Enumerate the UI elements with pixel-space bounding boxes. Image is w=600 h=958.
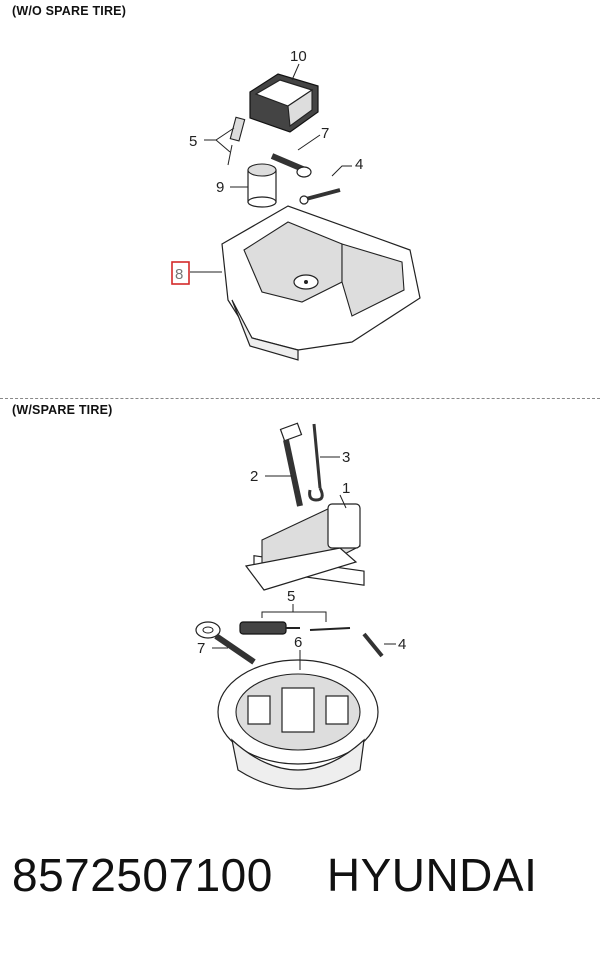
callout-8-top: 8 <box>175 266 183 283</box>
callout-7-top: 7 <box>321 125 329 142</box>
part-1-jack <box>244 494 365 591</box>
part-3-hook <box>308 423 340 502</box>
section-divider <box>0 398 600 399</box>
parts-diagram: 10 5 7 4 9 8 <box>171 48 421 790</box>
part-number: 8572507100 <box>12 849 273 901</box>
section-title-with-spare-tire: (W/SPARE TIRE) <box>12 403 113 417</box>
part-4-small-spanner <box>362 632 396 658</box>
callout-7-bottom: 7 <box>197 640 205 657</box>
callout-4-top: 4 <box>355 156 363 173</box>
part-9-container <box>230 163 277 208</box>
part-2-jack-handle <box>265 422 303 507</box>
part-5-screwdriver <box>239 604 351 635</box>
callout-10-top: 10 <box>290 48 307 65</box>
part-10-box <box>249 63 319 133</box>
callout-5-bottom: 5 <box>287 588 295 605</box>
callout-6-bottom: 6 <box>294 634 302 651</box>
part-6-round-tray <box>217 650 379 790</box>
brand-name: HYUNDAI <box>326 849 538 901</box>
part-7-lug-wrench <box>195 621 256 665</box>
callout-9-top: 9 <box>216 179 224 196</box>
callout-1-bottom: 1 <box>342 480 350 497</box>
callout-8-highlight-box <box>171 261 190 285</box>
callout-5-top: 5 <box>189 133 197 150</box>
part-8-tray <box>190 205 421 361</box>
part-4-spanner <box>299 165 352 205</box>
part-7-handle <box>270 134 321 178</box>
callout-3-bottom: 3 <box>342 449 350 466</box>
callout-4-bottom: 4 <box>398 636 406 653</box>
callout-2-bottom: 2 <box>250 468 258 485</box>
part-5-bolt <box>204 116 246 166</box>
footer-part-info: 8572507100 HYUNDAI <box>12 848 592 928</box>
section-title-without-spare-tire: (W/O SPARE TIRE) <box>12 4 127 18</box>
